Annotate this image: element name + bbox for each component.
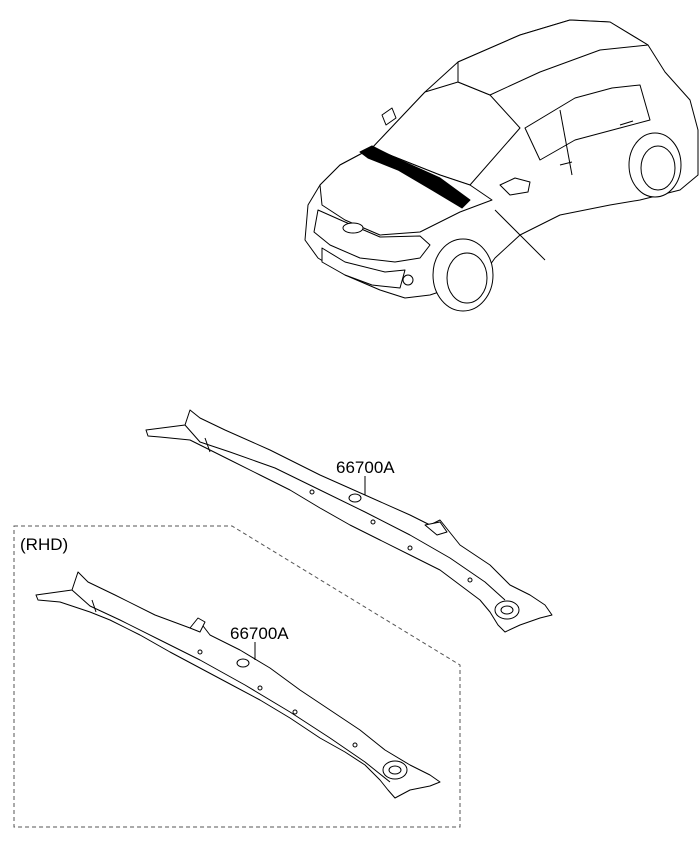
- part-number-label-upper: 66700A: [336, 458, 395, 477]
- cowl-top-panel-rhd: [35, 571, 441, 799]
- car-illustration: [304, 19, 699, 312]
- part-number-label-lower: 66700A: [230, 624, 289, 643]
- rhd-dashed-box: [13, 525, 461, 828]
- cowl-top-panel: [145, 409, 553, 633]
- variant-label-rhd: (RHD): [20, 535, 69, 554]
